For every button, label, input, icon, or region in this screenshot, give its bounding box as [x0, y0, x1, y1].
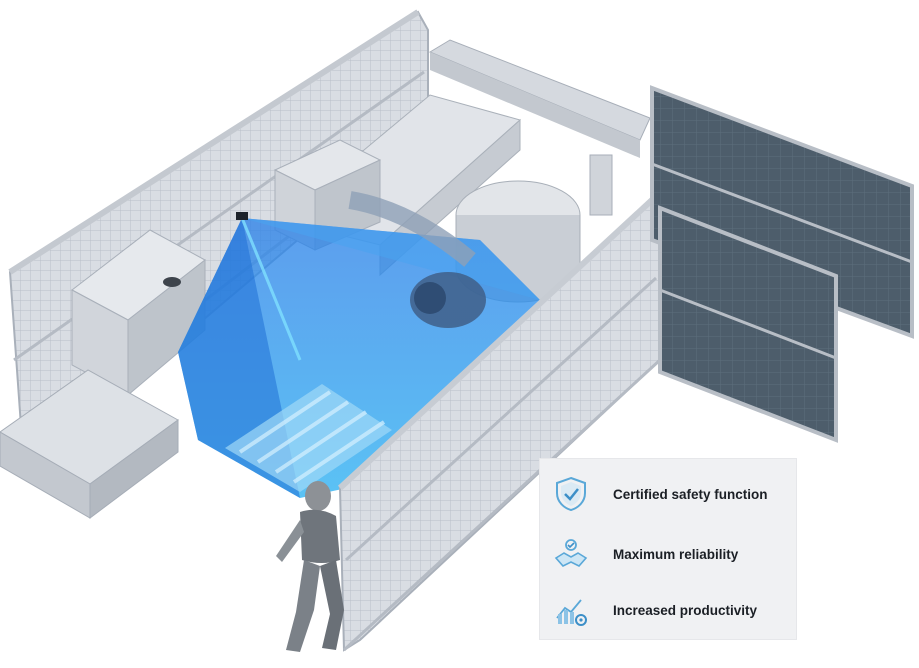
front-fence: [337, 197, 662, 652]
pallet: [225, 384, 392, 492]
access-doors: [650, 85, 914, 443]
features-panel: Certified safety function Maximum reliab…: [539, 458, 797, 640]
scanner-icon: [236, 212, 248, 220]
worker-figure: [276, 481, 344, 652]
feature-label: Maximum reliability: [613, 546, 739, 562]
robot-arm: [348, 154, 613, 328]
machine-blocks: [71, 139, 382, 397]
feature-label: Certified safety function: [613, 486, 768, 502]
turntable: [455, 180, 581, 303]
feature-productivity: Increased productivity: [539, 590, 797, 630]
feature-label: Increased productivity: [613, 602, 758, 618]
infeed-conveyor: [0, 369, 179, 519]
shield-check-icon: [551, 474, 591, 514]
feature-certified-safety: Certified safety function: [539, 474, 797, 514]
bar-chart-gear-icon: [551, 590, 591, 630]
feature-reliability: Maximum reliability: [539, 534, 797, 574]
handshake-icon: [551, 534, 591, 574]
